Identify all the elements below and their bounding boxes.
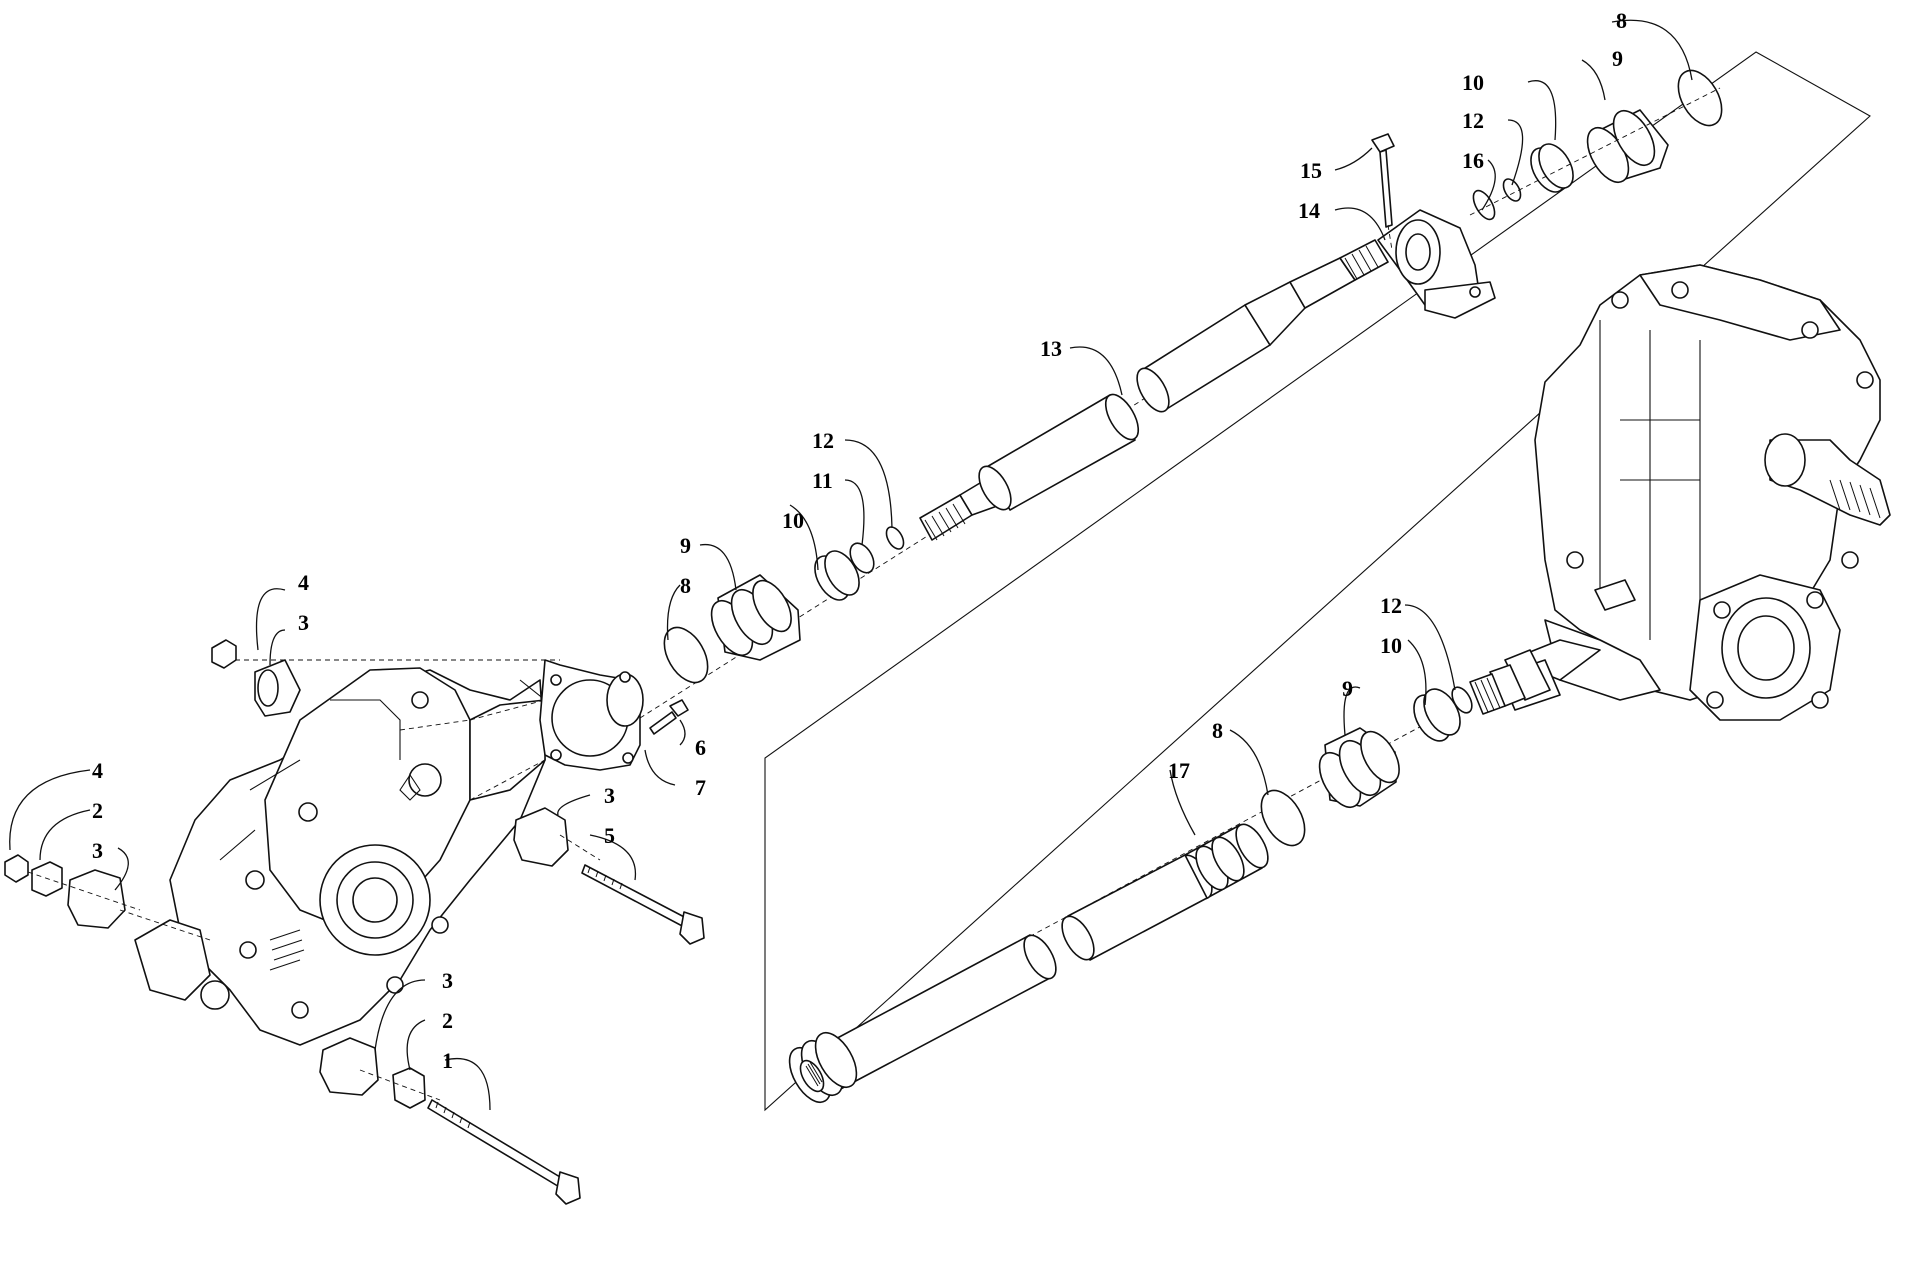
driveshaft-front-13 (639, 239, 1389, 719)
callout-3-top: 3 (298, 610, 309, 635)
callout-14: 14 (1298, 198, 1320, 223)
screw-6 (649, 699, 689, 735)
transmission-housing (1499, 264, 1891, 721)
bolt-15 (1371, 133, 1395, 251)
axis-line-left-a (27, 659, 601, 1101)
callout-3-left: 3 (92, 838, 103, 863)
callout-8-rear-bottom: 8 (1212, 718, 1223, 743)
callout-4-left: 4 (92, 758, 103, 783)
callout-7: 7 (695, 775, 706, 800)
callout-1: 1 (442, 1048, 453, 1073)
callout-3-bottom: 3 (442, 968, 453, 993)
callout-6: 6 (695, 735, 706, 760)
callout-5: 5 (604, 823, 615, 848)
callout-8-rear-top: 8 (1616, 8, 1627, 33)
callout-17: 17 (1168, 758, 1190, 783)
callout-2-bottom: 2 (442, 1008, 453, 1033)
callout-8-front: 8 (680, 573, 691, 598)
callout-10-front: 10 (782, 508, 804, 533)
callout-13: 13 (1040, 336, 1062, 361)
callout-9-rear-top: 9 (1612, 46, 1623, 71)
driveshaft-rear-17 (788, 686, 1473, 1103)
callout-12-rear-bottom: 12 (1380, 593, 1402, 618)
mount-bushings-left (4, 639, 705, 1205)
front-differential-housing (134, 667, 556, 1046)
callout-10-rear-top: 10 (1462, 70, 1484, 95)
callout-12-rear-top: 12 (1462, 108, 1484, 133)
rear-seal-stack (1469, 69, 1723, 221)
callout-16: 16 (1462, 148, 1484, 173)
callout-10-rear-bottom: 10 (1380, 633, 1402, 658)
callout-2-left: 2 (92, 798, 103, 823)
callout-9-front: 9 (680, 533, 691, 558)
callout-labels: 8 9 10 12 16 15 14 13 12 11 10 9 8 12 10… (92, 8, 1627, 1073)
transmission-output-shaft (1469, 649, 1551, 715)
assembly-panel-outline (764, 51, 1871, 1112)
callout-3-mid: 3 (604, 783, 615, 808)
output-flange-seal-7 (539, 659, 644, 771)
callout-4-top: 4 (298, 570, 309, 595)
carrier-bearing-14 (1377, 209, 1496, 319)
callout-12-front: 12 (812, 428, 834, 453)
callout-11: 11 (812, 468, 833, 493)
callout-15: 15 (1300, 158, 1322, 183)
callout-9-rear-bottom: 9 (1342, 676, 1353, 701)
leader-lines (9, 19, 1693, 1111)
